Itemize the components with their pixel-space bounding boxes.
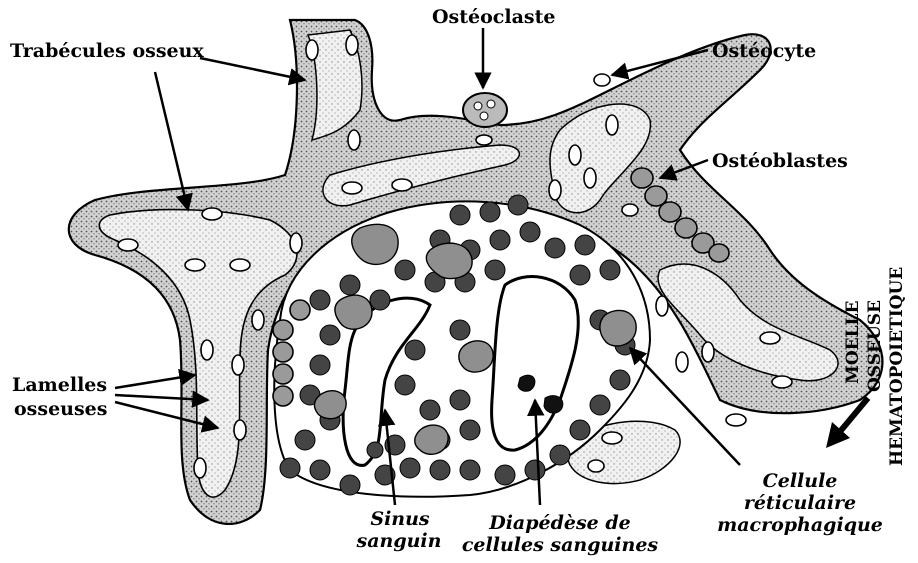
label-moelle-line1: MOELLE: [843, 301, 863, 384]
label-sinus-line1: Sinus: [360, 508, 440, 530]
label-cellule-line3: macrophagique: [712, 514, 888, 536]
label-moelle-line3: HEMATOPOIETIQUE: [887, 267, 907, 466]
label-osteoclaste: Ostéoclaste: [432, 6, 555, 28]
label-moelle-line2: OSSEUSE: [865, 300, 885, 392]
label-diapedese-line1: Diapédèse de: [470, 512, 650, 534]
label-cellule-line1: Cellule: [735, 470, 865, 492]
label-trabecules: Trabécules osseux: [10, 40, 204, 62]
label-cellule-line2: réticulaire: [725, 492, 875, 514]
label-diapedese-line2: cellules sanguines: [455, 534, 665, 556]
osteoclast: [463, 93, 507, 127]
arrow-trabecules: [200, 58, 305, 80]
label-lamelles-line2: osseuses: [14, 398, 107, 420]
label-sinus-line2: sanguin: [344, 530, 454, 552]
label-osteocyte: Ostéocyte: [712, 40, 816, 62]
label-osteoblastes: Ostéoblastes: [712, 150, 848, 172]
label-lamelles-line1: Lamelles: [12, 374, 107, 396]
